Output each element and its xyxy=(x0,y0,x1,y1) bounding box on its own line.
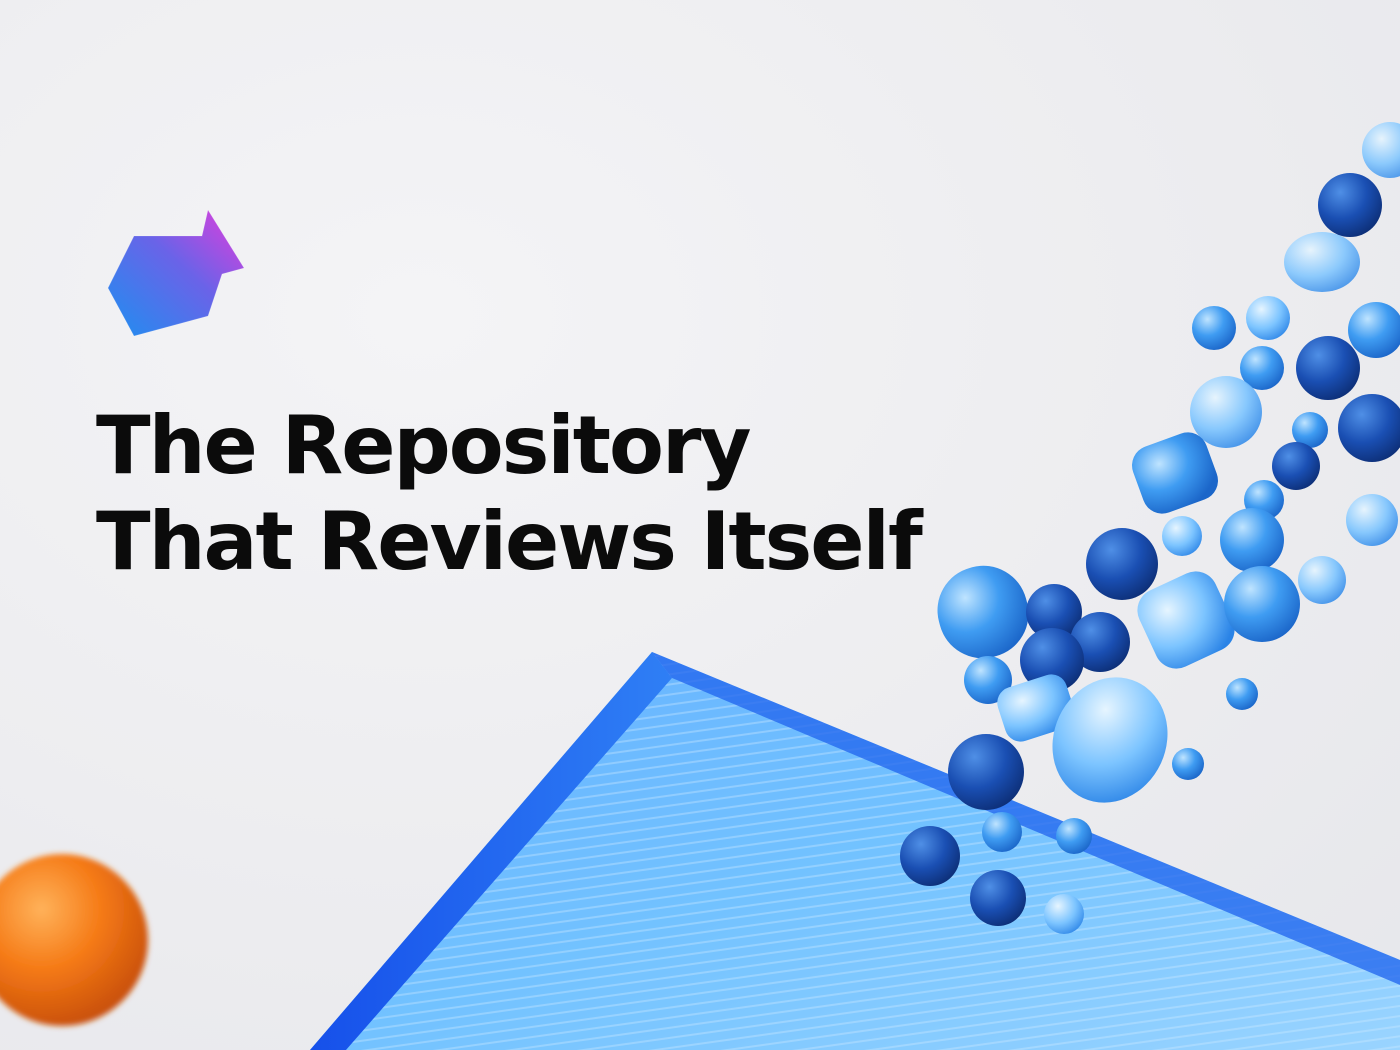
orange-sphere xyxy=(0,854,148,1026)
hexagon-arrow-logo-icon xyxy=(107,208,245,337)
blue-glass-beads xyxy=(900,122,1400,934)
title-line-2: That Reviews Itself xyxy=(96,495,923,588)
blue-glass-slab xyxy=(310,652,1400,1050)
title-line-1: The Repository xyxy=(96,399,752,492)
page-title: The Repository That Reviews Itself xyxy=(96,398,923,590)
